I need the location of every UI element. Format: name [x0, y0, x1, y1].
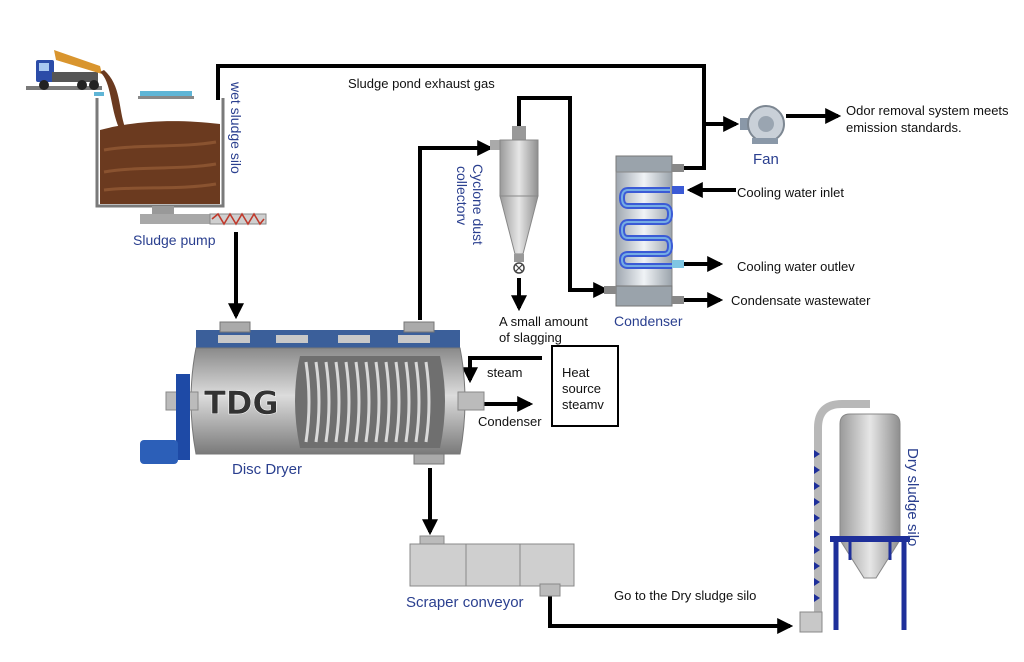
dryer-brand: TDG: [204, 384, 279, 422]
slagging-label-line2: of slagging: [499, 330, 562, 345]
wet-sludge-silo: [94, 70, 225, 208]
wet-sludge-silo-label: wet sludge silo: [228, 82, 244, 174]
condenser-unit: [604, 155, 684, 307]
steam-label: steam: [487, 365, 523, 380]
cyclone-label-line2: collectorv: [454, 166, 470, 226]
heat-source-box: [551, 345, 619, 427]
disc-dryer: [140, 321, 485, 465]
cooling-water-outlet-label: Cooling water outlev: [737, 259, 855, 274]
disc-dryer-label: Disc Dryer: [232, 461, 302, 478]
go-to-dry-silo-label: Go to the Dry sludge silo: [614, 588, 757, 603]
scraper-conveyor-label: Scraper conveyor: [406, 594, 524, 611]
exhaust-gas-label: Sludge pond exhaust gas: [348, 76, 495, 91]
heat-source-line1: Heat: [562, 365, 590, 380]
sludge-pump: [140, 206, 267, 226]
dry-sludge-silo-label: Dry sludge silo: [904, 448, 921, 547]
condensate-wastewater-label: Condensate wastewater: [731, 293, 871, 308]
heat-source-line3: steamv: [562, 397, 604, 412]
slagging-label-line1: A small amount: [499, 314, 588, 329]
heat-source-line2: source: [562, 381, 602, 396]
scraper-conveyor: [409, 535, 575, 597]
condenser-outlet-label: Condenser: [478, 414, 542, 429]
sludge-pump-label: Sludge pump: [133, 232, 216, 248]
cooling-water-inlet-label: Cooling water inlet: [737, 185, 844, 200]
pipe-lines: [216, 64, 842, 634]
dry-sludge-silo: [799, 400, 910, 633]
cyclone-dust-collector: [490, 126, 539, 274]
odor-removal-line1: Odor removal system meets: [846, 103, 1009, 118]
fan-label: Fan: [753, 151, 779, 168]
dump-truck: [26, 50, 102, 90]
odor-removal-line2: emission standards.: [846, 120, 962, 135]
fan-unit: [740, 105, 785, 144]
condenser-unit-label: Condenser: [614, 313, 683, 329]
cyclone-label-line1: Cyclone dust: [470, 164, 486, 245]
